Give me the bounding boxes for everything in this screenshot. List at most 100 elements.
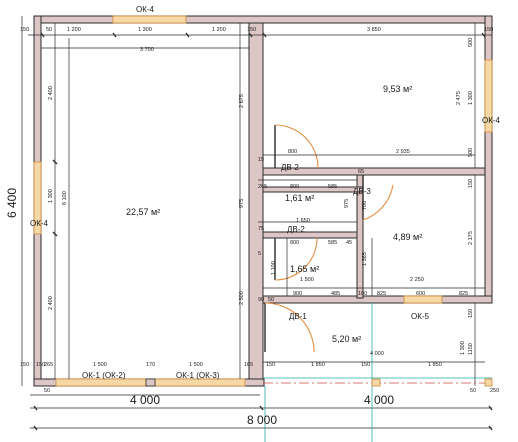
windows (33, 15, 493, 387)
dimension-label: 50 (470, 388, 476, 394)
dimension-label: 585 (328, 184, 337, 190)
window-ok4-top (112, 15, 187, 24)
dimension-label: 100 (358, 291, 367, 297)
dimension-labels: 150 50 1 200 1 300 1 200 150 3 850 150 3… (5, 27, 499, 427)
window-ok4-right (484, 59, 493, 133)
room-area-bottom: 5,20 м² (332, 334, 361, 344)
dimension-label: 4 000 (130, 393, 160, 407)
dimension-label: 8 000 (247, 413, 277, 427)
door-label-dv3: ДВ-3 (353, 187, 371, 196)
door-arc-dv3 (362, 184, 394, 221)
dimension-label: 2 250 (410, 277, 424, 283)
dimension-label: 165 (244, 362, 253, 368)
wall-h3 (262, 295, 493, 304)
dimension-label: 4 000 (364, 393, 394, 407)
dimension-label: 800 (290, 240, 299, 246)
dimension-label: 800 (288, 149, 297, 155)
dimension-label: 2 935 (396, 149, 410, 155)
dimension-label: 500 (468, 38, 474, 47)
door-arc-dv1 (264, 302, 315, 353)
dimension-label: 1 200 (212, 27, 226, 33)
dimension-label: 1 100 (271, 261, 277, 275)
dimension-lines (21, 16, 493, 431)
window-label-ok4-top: ОК-4 (136, 5, 155, 14)
dimension-label: 2 400 (48, 86, 54, 100)
room-area-big: 22,57 м² (126, 207, 160, 217)
dimension-label: 1 200 (67, 27, 81, 33)
dimension-label: 50 (44, 388, 50, 394)
dimension-label: 6 100 (62, 191, 68, 205)
dimension-label: 1 500 (189, 362, 203, 368)
dimension-label: 585 (328, 240, 337, 246)
dimension-label: 1 300 (468, 91, 474, 105)
dimension-label: 90 (258, 297, 264, 303)
dimension-label: 975 (239, 199, 245, 208)
dimension-label: 1 300 (48, 189, 54, 203)
dimension-label: 150 (361, 362, 370, 368)
dimension-label: 150 (247, 27, 256, 33)
dimension-label: 75 (258, 226, 264, 232)
dimension-label: 150 (20, 27, 29, 33)
wall-h1 (262, 167, 486, 176)
dimension-label: 265 (258, 184, 267, 190)
axis-lines (263, 303, 493, 442)
window-label-ok1-b: ОК-1 (ОК-3) (176, 371, 220, 380)
window-label-ok4-right: ОК-4 (482, 116, 501, 125)
wall-center (248, 22, 264, 380)
door-arc-dv2b (274, 237, 318, 281)
dimension-label: 900 (293, 291, 302, 297)
dimension-label: 1 385 (362, 252, 368, 266)
dimension-label: 500 (468, 148, 474, 157)
dimension-label: 150 (468, 309, 474, 318)
dimension-label: 170 (146, 362, 155, 368)
wall-right (484, 15, 493, 299)
dimension-label: 250 (490, 388, 499, 394)
dimension-label: 600 (416, 291, 425, 297)
dimension-label: 700 (362, 201, 368, 210)
dimension-label: 2 675 (239, 94, 245, 108)
dimension-label: 3 700 (140, 47, 154, 53)
room-area-topright: 9,53 м² (383, 84, 412, 94)
door-label-dv2a: ДВ-2 (281, 163, 299, 172)
dimension-label: 825 (377, 291, 386, 297)
walls (33, 15, 493, 387)
dimension-label: 6 400 (5, 188, 19, 218)
dimension-label: 50 (46, 27, 52, 33)
dimension-label: 2 475 (456, 91, 462, 105)
dimension-label: 3 850 (367, 27, 381, 33)
dimension-label: 2 175 (468, 231, 474, 245)
window-ok1-b (154, 378, 246, 387)
dimension-label: 1 300 (138, 27, 152, 33)
dimension-label: 975 (344, 199, 350, 208)
dimension-label: 150 (20, 362, 29, 368)
dimension-label: 2 500 (239, 291, 245, 305)
window-mullion (145, 378, 156, 387)
dimension-label: 4 000 (370, 351, 384, 357)
doors (264, 124, 394, 353)
window-ok1-a (55, 378, 147, 387)
dimension-label: 1 650 (296, 218, 310, 224)
dimension-label: 45 (346, 240, 352, 246)
dimension-label: 150 (468, 179, 474, 188)
dimension-label: 1 850 (428, 362, 442, 368)
dimension-label: 5 (258, 251, 261, 257)
dimension-label: 1 500 (93, 362, 107, 368)
window-ok4-left (33, 161, 42, 235)
window-label-ok1-a: ОК-1 (ОК-2) (82, 371, 126, 380)
dimension-label: 825 (459, 291, 468, 297)
window-ok5 (403, 295, 443, 304)
room-area-bath: 1,65 м² (290, 264, 319, 274)
dimension-label: 15 (258, 157, 264, 163)
door-arc-dv2a (274, 124, 319, 169)
room-area-hall: 1,61 м² (285, 193, 314, 203)
dimension-label: 2 400 (48, 296, 54, 310)
dimension-label: 150 (266, 362, 275, 368)
wall-top (33, 15, 493, 24)
dimension-label: 1 850 (311, 362, 325, 368)
wall-v-inner (356, 174, 364, 299)
dimension-label: 485 (331, 291, 340, 297)
dimension-label: 50 (268, 297, 274, 303)
wall-h2 (262, 231, 364, 239)
window-label-ok4-left: ОК-4 (30, 219, 49, 228)
